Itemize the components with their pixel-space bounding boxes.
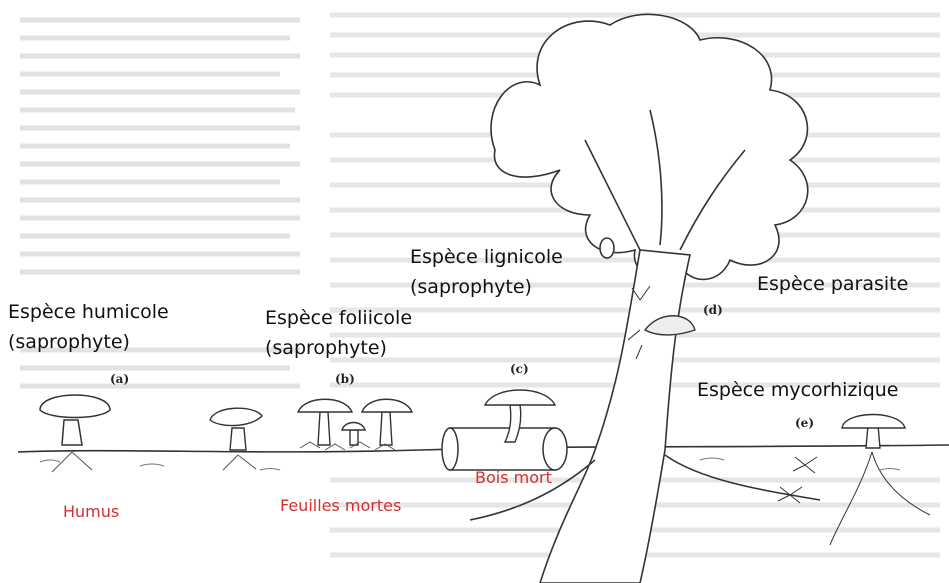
mushroom-a xyxy=(40,395,110,445)
dead-log xyxy=(442,428,567,470)
tag-b: (b) xyxy=(335,372,355,386)
substrate-feuilles-mortes: Feuilles mortes xyxy=(280,494,401,518)
tree-canopy xyxy=(491,14,808,279)
substrate-bois-mort: Bois mort xyxy=(475,466,552,490)
tag-a: (a) xyxy=(110,372,129,386)
substrate-humus: Humus xyxy=(63,500,119,524)
label-parasite: Espèce parasite xyxy=(757,272,908,296)
label-humicole-1: Espèce humicole xyxy=(8,300,169,324)
label-foliicole-1: Espèce foliicole xyxy=(265,306,412,330)
label-lignicole-2: (saprophyte) xyxy=(410,275,532,299)
mushroom-e xyxy=(842,415,905,449)
tree-knot xyxy=(600,238,614,258)
tree-trunk xyxy=(540,250,690,583)
mushroom-b xyxy=(298,399,412,445)
roots-a xyxy=(52,452,256,472)
mushroom-a-small xyxy=(210,408,262,450)
label-mycorhizique: Espèce mycorhizique xyxy=(697,378,899,402)
label-lignicole-1: Espèce lignicole xyxy=(410,245,563,269)
label-foliicole-2: (saprophyte) xyxy=(265,336,387,360)
tag-e: (e) xyxy=(795,416,814,430)
tag-c: (c) xyxy=(510,362,529,376)
label-humicole-2: (saprophyte) xyxy=(8,330,130,354)
tag-d: (d) xyxy=(703,303,723,317)
